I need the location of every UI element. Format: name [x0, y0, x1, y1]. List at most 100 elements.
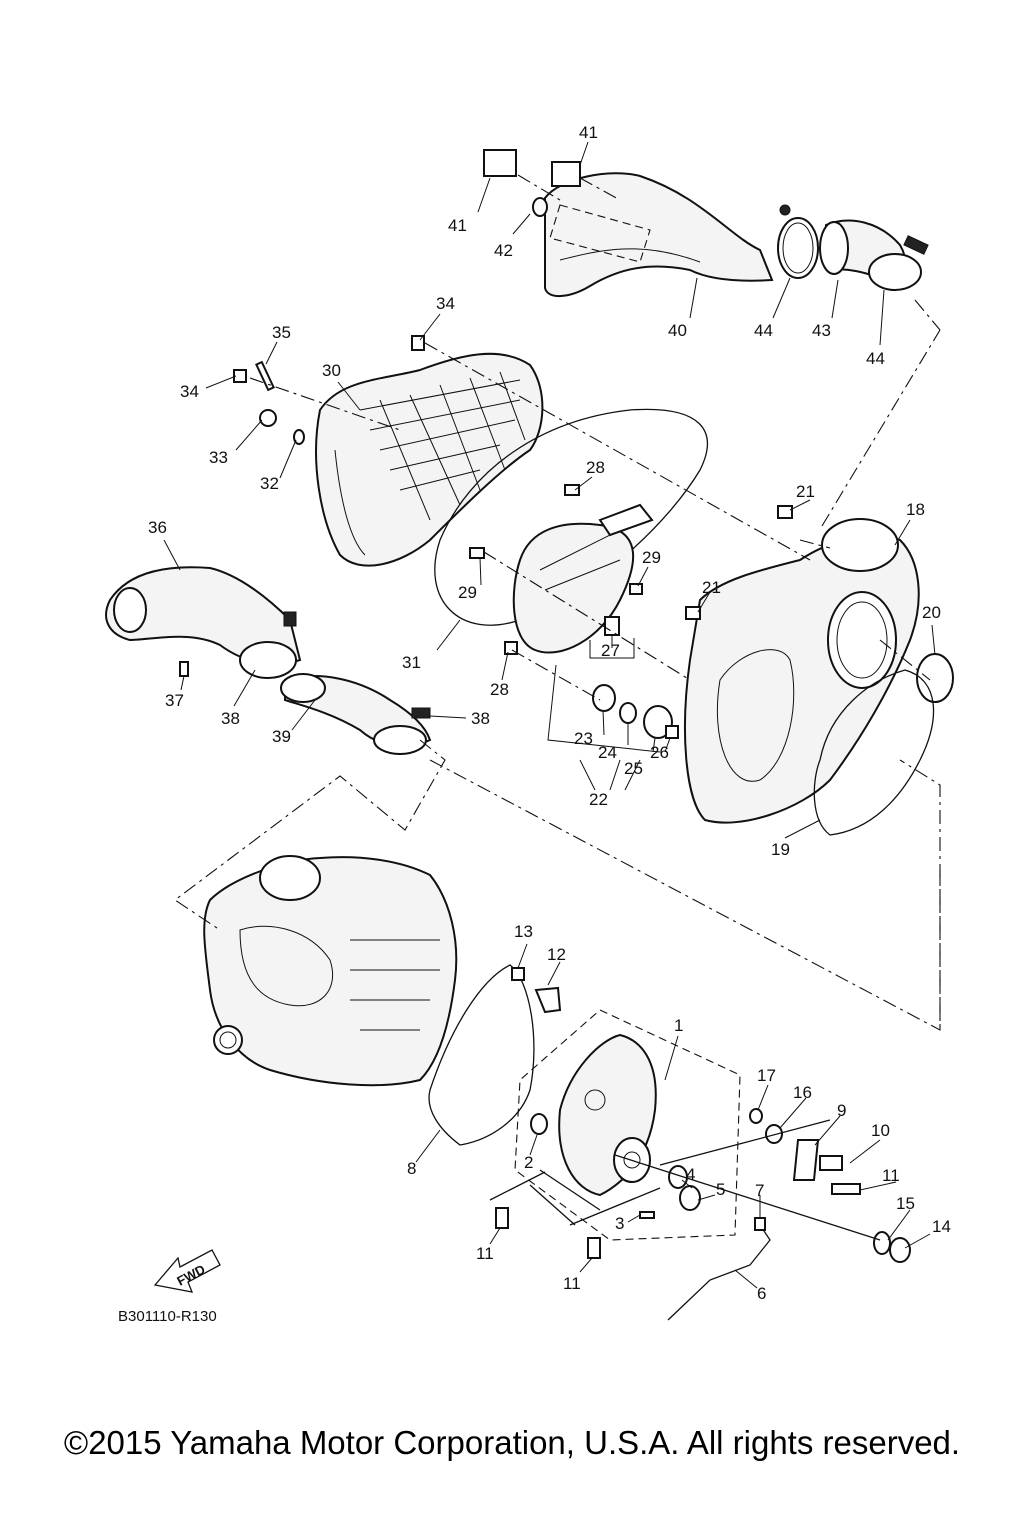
- bearing-4: [668, 1165, 688, 1189]
- grommet-32: [293, 429, 305, 445]
- crankcase-cover-18: [684, 505, 920, 824]
- plug-16: [765, 1124, 783, 1144]
- label-36: 36: [148, 518, 167, 537]
- label-44-b: 44: [866, 349, 885, 368]
- copyright-notice: ©2015 Yamaha Motor Corporation, U.S.A. A…: [63, 1424, 961, 1461]
- label-35: 35: [272, 323, 291, 342]
- clamp-10: [819, 1155, 843, 1171]
- label-17: 17: [757, 1066, 776, 1085]
- plate-9: [792, 1139, 820, 1181]
- label-16: 16: [793, 1083, 812, 1102]
- label-20: 20: [922, 603, 941, 622]
- leader-lines: [163, 141, 941, 1289]
- label-27: 27: [601, 641, 620, 660]
- clip-35: [255, 360, 275, 392]
- label-6: 6: [757, 1284, 766, 1303]
- label-37: 37: [165, 691, 184, 710]
- clamp-38a: [239, 641, 297, 679]
- label-28-bottom: 28: [490, 680, 509, 699]
- generator-cover-1: [511, 967, 701, 1219]
- plug-14: [889, 1237, 911, 1263]
- bolt-34b: [411, 335, 425, 351]
- label-26: 26: [650, 743, 669, 762]
- bolt-29a: [469, 547, 485, 559]
- bearing-23: [592, 684, 616, 712]
- pin-3: [639, 1211, 655, 1219]
- label-38-left: 38: [221, 709, 240, 728]
- label-41-left: 41: [448, 216, 467, 235]
- label-30: 30: [322, 361, 341, 380]
- engine-block: [203, 855, 458, 1087]
- gasket-19: [813, 669, 935, 836]
- collar-27: [604, 616, 620, 636]
- label-13: 13: [514, 922, 533, 941]
- label-24: 24: [598, 743, 617, 762]
- label-31: 31: [402, 653, 421, 672]
- label-11-right: 11: [882, 1166, 900, 1185]
- label-21-top: 21: [796, 482, 815, 501]
- label-44-a: 44: [754, 321, 773, 340]
- label-3: 3: [615, 1214, 624, 1233]
- label-22: 22: [589, 790, 608, 809]
- clamp-44b: [868, 253, 922, 291]
- label-11-left: 11: [476, 1244, 494, 1263]
- gasket-8: [428, 964, 535, 1146]
- bracket-assy-22: [469, 484, 679, 739]
- label-42: 42: [494, 241, 513, 260]
- bolt-11b: [587, 1237, 601, 1259]
- clip-37: [179, 661, 189, 677]
- drawing-code: B301110-R130: [118, 1308, 217, 1325]
- joint-38-39: [239, 641, 432, 755]
- label-43: 43: [812, 321, 831, 340]
- nut-5: [679, 1185, 701, 1211]
- bolt-13: [511, 967, 525, 981]
- bolt-26: [665, 725, 679, 739]
- label-33: 33: [209, 448, 228, 467]
- clip-7: [754, 1217, 766, 1231]
- label-39: 39: [272, 727, 291, 746]
- label-14: 14: [932, 1217, 951, 1236]
- gasket-20: [916, 653, 954, 703]
- hose-6: [667, 1224, 771, 1321]
- label-25: 25: [624, 759, 643, 778]
- label-1: 1: [674, 1016, 683, 1035]
- fwd-arrow-icon: FWD: [153, 1249, 221, 1293]
- foam-pad-41a: [483, 149, 517, 177]
- air-duct-40: [483, 149, 774, 297]
- label-4: 4: [686, 1165, 695, 1184]
- label-29-left: 29: [458, 583, 477, 602]
- label-8: 8: [407, 1159, 416, 1178]
- label-32: 32: [260, 474, 279, 493]
- label-28-top: 28: [586, 458, 605, 477]
- small-parts-32-35: [233, 335, 425, 445]
- label-18: 18: [906, 500, 925, 519]
- label-21-mid: 21: [702, 578, 721, 597]
- grommet-42: [532, 197, 548, 217]
- label-38-right: 38: [471, 709, 490, 728]
- washer-24: [619, 702, 637, 724]
- screw-33: [259, 409, 277, 427]
- label-23: 23: [574, 729, 593, 748]
- label-40: 40: [668, 321, 687, 340]
- label-29-right: 29: [642, 548, 661, 567]
- label-7: 7: [755, 1181, 764, 1200]
- outer-cover-30: [315, 352, 544, 567]
- bolt-21b: [685, 606, 701, 620]
- label-2: 2: [524, 1153, 533, 1172]
- o-ring-17: [749, 1108, 763, 1124]
- bolt-34a: [233, 369, 247, 383]
- o-ring-31: [434, 408, 708, 626]
- o-ring-15: [873, 1231, 891, 1255]
- label-10: 10: [871, 1121, 890, 1140]
- label-34-left: 34: [180, 382, 199, 401]
- label-9: 9: [837, 1101, 846, 1120]
- bolt-11d: [831, 1183, 861, 1195]
- label-11-bottom: 11: [563, 1274, 581, 1293]
- label-34-top: 34: [436, 294, 455, 313]
- foam-pad-41b: [551, 161, 581, 187]
- right-small-parts: [495, 1108, 911, 1321]
- bolt-29b: [629, 583, 643, 595]
- label-41-top: 41: [579, 123, 598, 142]
- clip-12: [534, 986, 562, 1014]
